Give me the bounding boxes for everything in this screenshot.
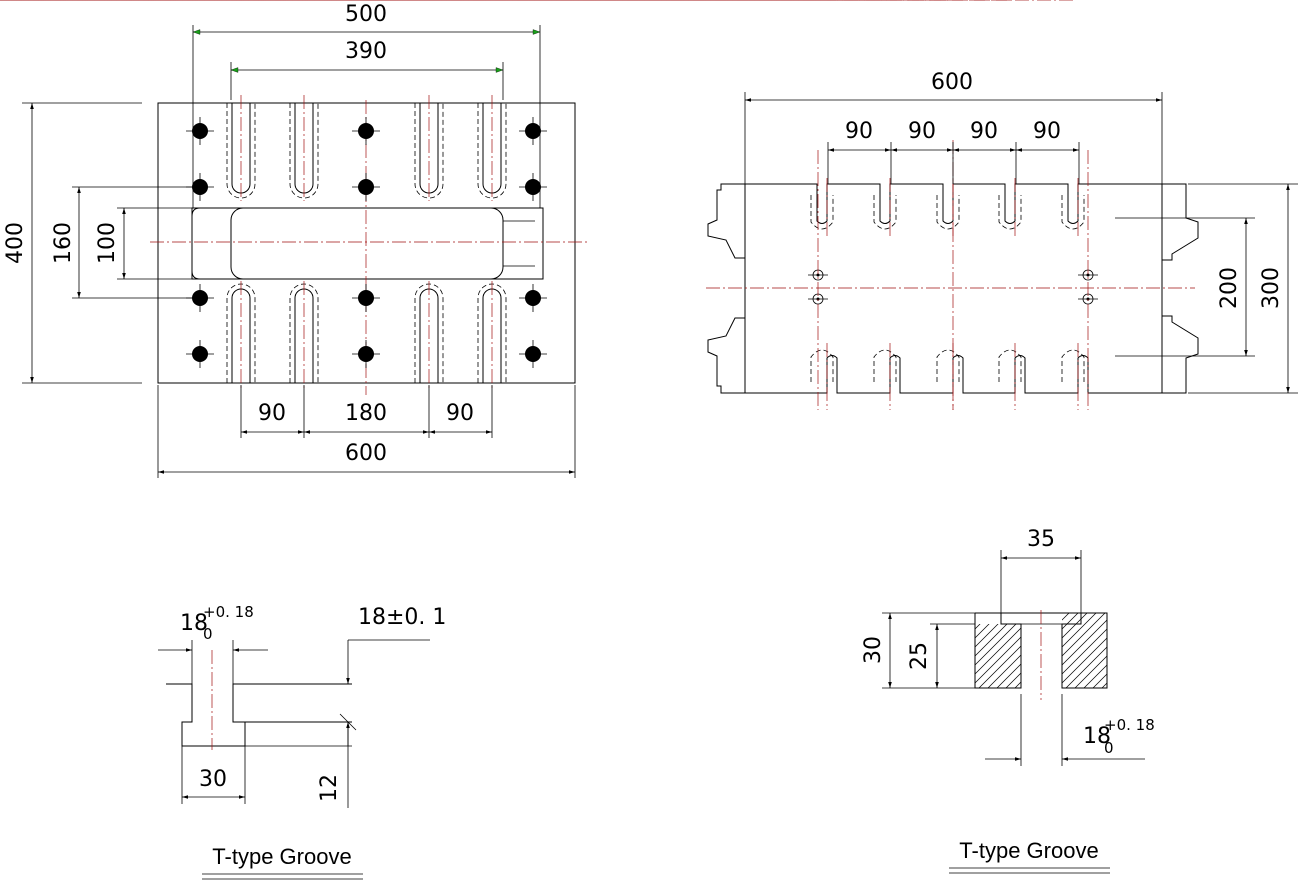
side-pitch-4-label: 90 — [1033, 119, 1061, 144]
hatch-line — [987, 654, 1021, 688]
plan-hole — [352, 284, 380, 312]
side-pitch-3-label: 90 — [970, 119, 998, 144]
groove-left-bottom-height-label: 12 — [317, 774, 342, 802]
hatch-line — [1083, 664, 1107, 688]
groove-left-section: 18 0 +0. 18 18±0. 1 12 30 T-type Groove — [158, 603, 446, 880]
groove-left-width-tol: +0. 18 — [203, 603, 254, 621]
hatch-line — [1012, 610, 1102, 700]
plan-slot — [289, 95, 319, 201]
plan-hole — [352, 340, 380, 368]
plan-holes — [186, 117, 547, 368]
hatch-line — [1108, 610, 1198, 700]
groove-right-neck-label: 25 — [907, 642, 932, 670]
plan-pocket-outer — [191, 207, 544, 280]
side-body-outline — [744, 183, 1163, 394]
plan-hole — [519, 173, 547, 201]
dim-180-label: 180 — [345, 401, 387, 426]
dim-390-label: 390 — [345, 39, 387, 64]
groove-right-width-tol: +0. 18 — [1104, 716, 1155, 734]
hatch-line — [975, 624, 981, 630]
hatch-line — [975, 624, 999, 648]
hatch-right — [1062, 610, 1198, 700]
dim-90-right-label: 90 — [446, 401, 474, 426]
hatch-left — [975, 610, 1102, 700]
groove-left-bottom-width-label: 30 — [199, 767, 227, 792]
groove-right-width-sub: 0 — [1104, 739, 1114, 757]
groove-left-depth-label: 18±0. 1 — [358, 605, 446, 630]
plan-hole — [519, 117, 547, 145]
plan-hole — [519, 284, 547, 312]
plan-hole — [186, 340, 214, 368]
plan-slot — [414, 281, 444, 391]
hatch-line — [975, 624, 1008, 657]
groove-right-depth-label: 30 — [861, 636, 886, 664]
plan-slots — [226, 95, 507, 391]
hatch-line — [996, 663, 1021, 688]
plan-pocket-inner — [230, 207, 504, 280]
plan-hole — [352, 117, 380, 145]
hatch-line — [1062, 613, 1106, 657]
hatch-line — [1062, 613, 1097, 648]
side-slot — [0, 0, 960, 410]
plan-hole — [352, 173, 380, 201]
hatch-line — [978, 645, 1021, 688]
hatch-line — [1092, 673, 1107, 688]
groove-right-caption: T-type Groove — [959, 838, 1098, 863]
dim-90-left-label: 90 — [258, 401, 286, 426]
plan-plate-outline — [157, 102, 576, 384]
side-slots — [0, 0, 1085, 410]
hatch-line — [975, 627, 1021, 675]
plan-slot — [289, 281, 319, 391]
dim-600-label: 600 — [345, 441, 387, 466]
plan-slot — [226, 95, 256, 201]
hatch-line — [1062, 613, 1079, 630]
side-slot — [0, 0, 1022, 410]
dim-500-label: 500 — [345, 2, 387, 27]
groove-right-width-base: 18 — [1083, 724, 1111, 749]
side-view: 600 90 90 90 90 200 300 — [0, 0, 1298, 410]
hatch-line — [1065, 646, 1107, 688]
groove-left-width-label: 18 — [180, 611, 208, 636]
hatch-line — [1014, 681, 1021, 688]
groove-left-caption: T-type Groove — [212, 844, 351, 869]
plan-slot — [226, 281, 256, 391]
hatch-line — [1099, 610, 1189, 700]
hatch-line — [1101, 682, 1107, 688]
hatch-line — [1062, 628, 1107, 675]
side-bolt-markers — [808, 150, 1098, 410]
dim-100-label: 100 — [95, 222, 120, 264]
hatch-line — [1005, 672, 1021, 688]
side-pitch-1-label: 90 — [845, 119, 873, 144]
hatch-line — [1074, 655, 1107, 688]
dim-160-label: 160 — [51, 222, 76, 264]
groove-left-width-base: 18 — [180, 611, 208, 636]
side-slot — [0, 0, 834, 410]
side-dim-300-label: 300 — [1259, 267, 1284, 309]
groove-right-section: 35 30 25 18 0 +0. 18 T-type Groove — [861, 527, 1198, 874]
dim-400-label: 400 — [3, 222, 28, 264]
side-pitch-2-label: 90 — [908, 119, 936, 144]
side-slot — [0, 0, 1085, 410]
side-slot — [0, 0, 897, 410]
plan-view: 500 390 400 160 100 90 180 90 600 — [3, 2, 590, 478]
plan-slot — [477, 281, 507, 391]
hatch-line — [975, 624, 1017, 666]
hatch-line — [975, 624, 990, 639]
plan-slot — [477, 95, 507, 201]
groove-left-width-sub: 0 — [203, 625, 213, 643]
groove-left-profile — [166, 683, 352, 747]
side-dim-200-label: 200 — [1217, 267, 1242, 309]
side-dim-600-label: 600 — [931, 70, 973, 95]
hatch-line — [1062, 637, 1107, 684]
hatch-line — [1062, 613, 1088, 639]
hatch-line — [1062, 613, 1070, 621]
hatch-line — [975, 636, 1021, 684]
hatch-line — [1062, 619, 1107, 666]
plan-slot — [414, 95, 444, 201]
groove-right-top-width-label: 35 — [1027, 527, 1055, 552]
plan-hole — [519, 340, 547, 368]
plan-hole — [186, 117, 214, 145]
